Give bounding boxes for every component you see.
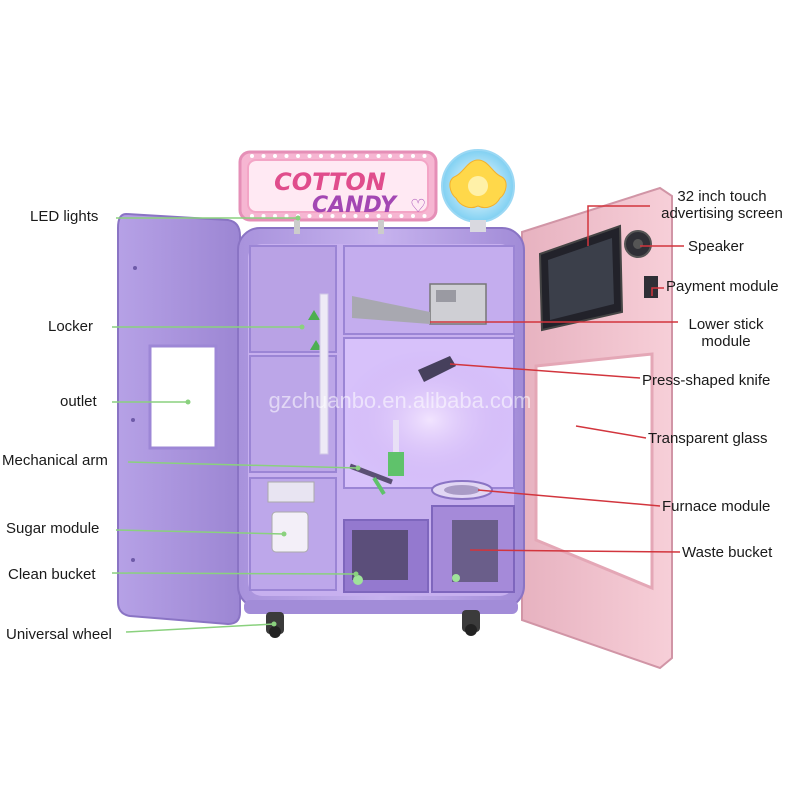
- sign-bulb: [342, 214, 346, 218]
- sugar-canisters: [271, 511, 309, 553]
- flower-lamp: [441, 149, 515, 232]
- leader-line-left: [111, 572, 357, 575]
- payment-device: [644, 276, 658, 298]
- sign-bulb: [353, 154, 358, 158]
- sign-bulb: [399, 154, 404, 158]
- sign-bulb: [250, 214, 254, 218]
- watermark-text: gzchuanbo.en.alibaba.com: [269, 388, 532, 413]
- cotton-candy-sign: [238, 150, 438, 234]
- sign-bulb: [307, 154, 312, 158]
- label-payment-module: Payment module: [666, 278, 779, 295]
- leader-lines-left: [111, 215, 361, 633]
- sign-bulb: [365, 154, 369, 158]
- sign-bulb: [284, 154, 289, 158]
- leader-line-left: [127, 461, 359, 469]
- sign-bulb: [261, 214, 266, 218]
- label-universal-wheel: Universal wheel: [6, 626, 112, 643]
- label-sugar-module: Sugar module: [6, 520, 100, 537]
- sign-bulb: [307, 214, 312, 218]
- sign-bulb: [422, 214, 427, 218]
- cabinet: [237, 227, 525, 614]
- leader-dot-left: [299, 324, 305, 330]
- label-waste-bucket: Waste bucket: [682, 544, 773, 561]
- sign-bulb: [422, 154, 427, 158]
- label-lower-stick-line1: Lower stick: [688, 316, 764, 333]
- sign-bulb: [365, 214, 369, 218]
- label-press-knife: Press-shaped knife: [642, 372, 771, 389]
- left-door-window: [148, 344, 218, 450]
- sign-bulb: [319, 214, 323, 218]
- label-lower-stick-line2: module: [701, 333, 751, 350]
- sign-line2: CANDY: [312, 193, 398, 218]
- press-knife: [418, 356, 456, 382]
- leader-line-right: [477, 489, 661, 507]
- right-door-window: [534, 352, 654, 591]
- sign-bulb: [388, 154, 392, 158]
- sign-bulb: [250, 154, 254, 158]
- sign-bulb: [353, 214, 358, 218]
- sign-bulb: [399, 214, 404, 218]
- leader-dot-left: [281, 531, 287, 537]
- right-door: [521, 186, 673, 670]
- heart-icon: ♡: [410, 196, 426, 216]
- label-mechanical-arm: Mechanical arm: [2, 452, 108, 469]
- sign-bulb: [411, 154, 415, 158]
- sign-bulb: [261, 154, 266, 158]
- wheels: [266, 610, 480, 638]
- label-led-lights: LED lights: [30, 208, 99, 225]
- leader-dot-left: [271, 621, 277, 627]
- sign-bulb: [376, 214, 381, 218]
- label-furnace-module: Furnace module: [662, 498, 771, 515]
- label-touch-screen-line1: 32 inch touch: [677, 188, 767, 205]
- sign-bulb: [342, 154, 346, 158]
- sign-bulb: [411, 214, 415, 218]
- label-touch-screen: 32 inch touch advertising screen: [652, 188, 792, 222]
- sign-bulb: [319, 154, 323, 158]
- label-touch-screen-line2: advertising screen: [661, 205, 783, 222]
- leader-dot-left: [353, 571, 359, 577]
- label-outlet: outlet: [60, 393, 97, 410]
- leader-line-left: [115, 529, 285, 535]
- left-door: [117, 212, 241, 626]
- leader-line-right: [575, 425, 647, 439]
- sign-bulb: [330, 154, 335, 158]
- sign-bulb: [388, 214, 392, 218]
- leader-line-left: [125, 623, 275, 633]
- label-transparent-glass: Transparent glass: [648, 430, 768, 447]
- label-lower-stick: Lower stick module: [676, 316, 776, 350]
- sign-bulb: [273, 154, 277, 158]
- leader-line-right: [449, 363, 641, 379]
- sign-line1: COTTON: [274, 168, 386, 196]
- sign-bulb: [296, 154, 300, 158]
- leader-lines-right: [430, 205, 684, 553]
- leader-line-right: [651, 287, 664, 296]
- sign-bulb: [273, 214, 277, 218]
- label-locker: Locker: [48, 318, 94, 335]
- label-clean-bucket: Clean bucket: [8, 566, 96, 583]
- sign-bulb: [376, 154, 381, 158]
- leader-line-right: [587, 205, 650, 246]
- leader-line-right: [469, 549, 681, 553]
- sign-bulb: [330, 214, 335, 218]
- arm-joint: [388, 452, 404, 476]
- sign-bulb: [284, 214, 289, 218]
- label-speaker: Speaker: [688, 238, 744, 255]
- leader-dot-left: [355, 465, 361, 471]
- leader-dot-left: [185, 399, 191, 405]
- leader-dot-left: [295, 215, 301, 221]
